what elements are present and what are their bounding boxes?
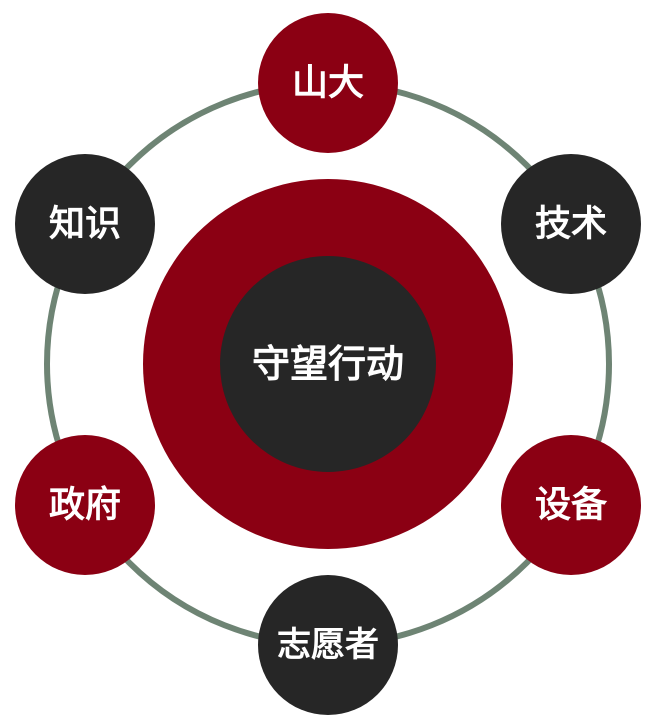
node-shebei: 设备: [501, 435, 641, 575]
node-zhiyuanzhe: 志愿者: [258, 575, 398, 715]
node-jishu: 技术: [501, 154, 641, 294]
node-circle: [258, 575, 398, 715]
node-circle: [15, 435, 155, 575]
node-zhengfu: 政府: [15, 435, 155, 575]
node-shanda: 山大: [258, 13, 398, 153]
node-label: 设备: [535, 485, 608, 526]
node-label: 山大: [292, 63, 364, 104]
node-label: 技术: [535, 204, 607, 245]
node-label: 志愿者: [277, 625, 379, 665]
node-circle: [501, 154, 641, 294]
center-inner-circle: [220, 256, 436, 472]
node-label: 政府: [49, 484, 121, 526]
center-label: 守望行动: [252, 342, 404, 386]
node-circle: [258, 13, 398, 153]
node-circle: [501, 435, 641, 575]
node-circle: [15, 154, 155, 294]
node-zhishi: 知识: [15, 154, 155, 294]
node-label: 知识: [49, 204, 121, 245]
